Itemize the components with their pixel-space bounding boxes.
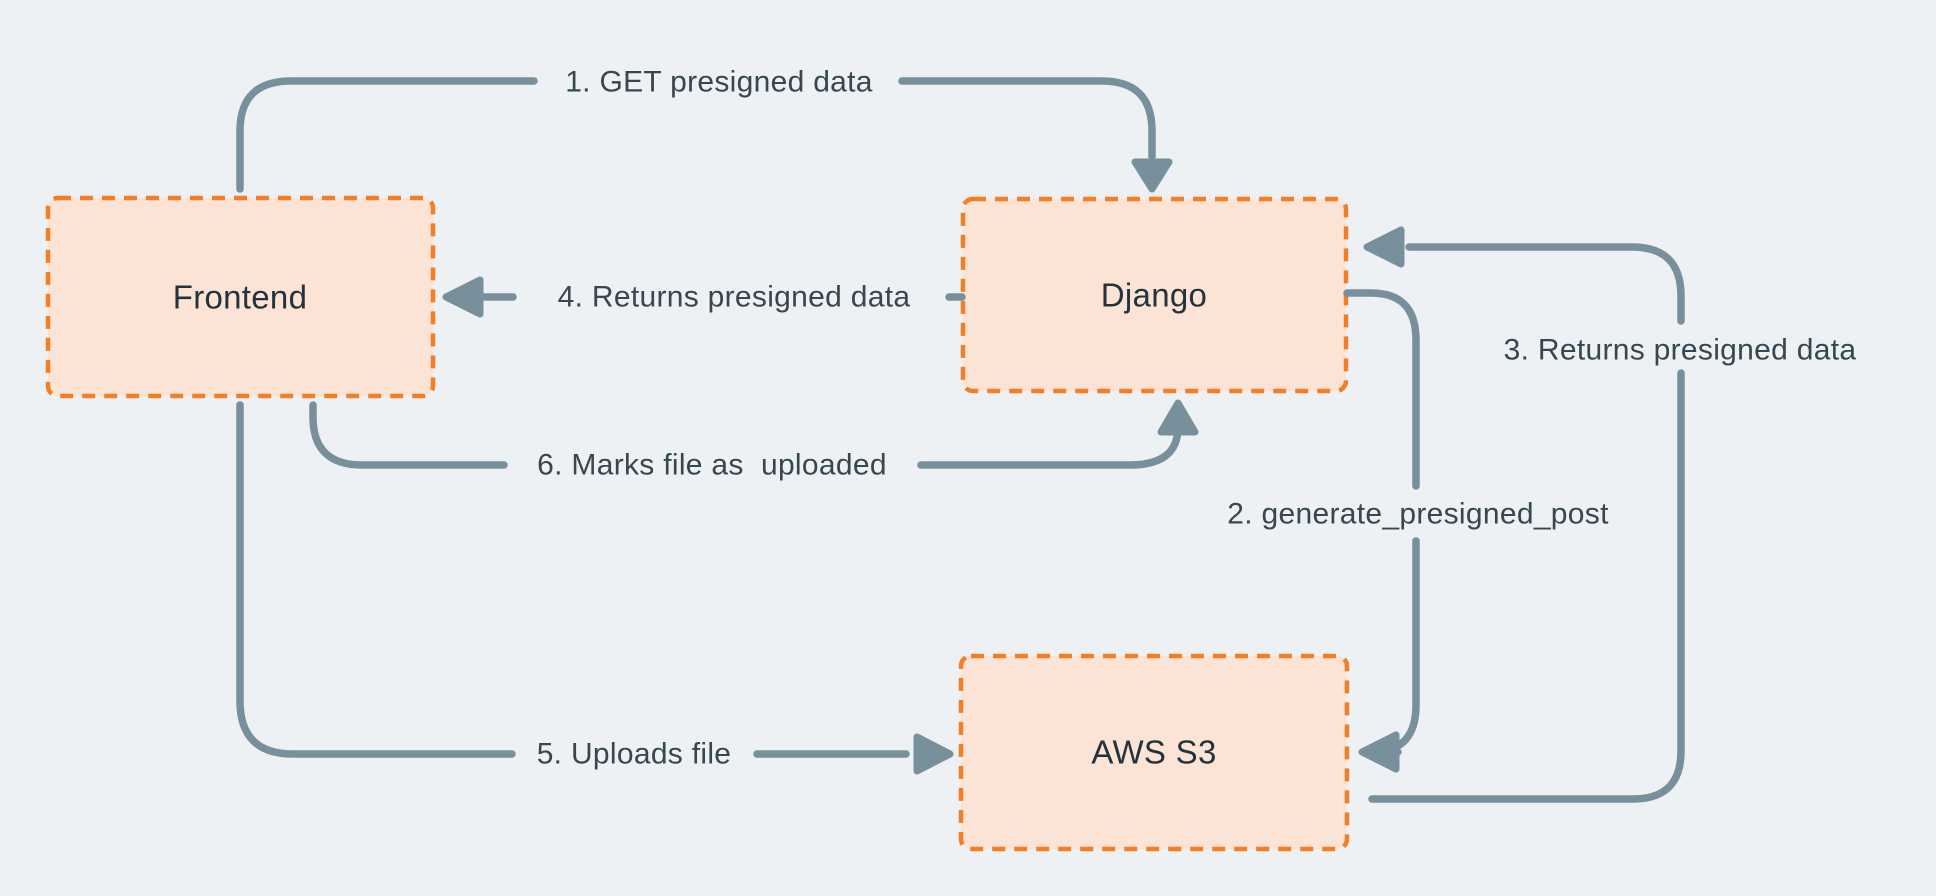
edge-6-label: 6. Marks file as uploaded (537, 449, 887, 482)
edge-2-arrowhead-left-icon (1358, 731, 1400, 773)
edge-6-marks-file-uploaded: 6. Marks file as uploaded (309, 399, 1199, 482)
edge-1-arrowhead-down-icon (1131, 158, 1173, 193)
edge-4-arrowhead-left-icon (442, 276, 484, 318)
edge-1-line-start (236, 77, 538, 193)
node-frontend: Frontend (45, 195, 436, 399)
edge-5-line-start (236, 401, 516, 758)
edge-1-label: 1. GET presigned data (565, 66, 873, 99)
edge-3-line-start (1368, 369, 1685, 803)
aws-s3-box (958, 653, 1350, 852)
aws-s3-label: AWS S3 (1091, 734, 1216, 771)
edge-5-label: 5. Uploads file (537, 738, 732, 771)
edge-3-returns-presigned-data: 3. Returns presigned data (1363, 226, 1857, 803)
edge-6-arrowhead-up-icon (1157, 399, 1199, 436)
edge-3-arrowhead-left-icon (1363, 226, 1405, 268)
edge-6-line-start (309, 401, 508, 469)
edge-5-arrowhead-right-icon (913, 733, 954, 775)
edge-2-line-start (1343, 289, 1420, 490)
edge-1-line-end (898, 77, 1156, 161)
edge-3-label: 3. Returns presigned data (1504, 334, 1857, 367)
node-django: Django (960, 196, 1349, 394)
edge-2-label: 2. generate_presigned_post (1227, 498, 1609, 531)
edge-2-generate-presigned-post: 2. generate_presigned_post (1227, 289, 1609, 773)
edge-4-returns-presigned-data: 4. Returns presigned data (442, 276, 966, 318)
edge-4-label: 4. Returns presigned data (558, 281, 911, 314)
edge-3-line-end (1405, 243, 1685, 325)
node-aws-s3: AWS S3 (958, 653, 1350, 852)
frontend-box (45, 195, 436, 399)
frontend-label: Frontend (173, 279, 307, 316)
django-label: Django (1101, 277, 1207, 314)
edge-1-get-presigned-data: 1. GET presigned data (236, 66, 1173, 193)
edge-5-uploads-file: 5. Uploads file (236, 401, 954, 775)
